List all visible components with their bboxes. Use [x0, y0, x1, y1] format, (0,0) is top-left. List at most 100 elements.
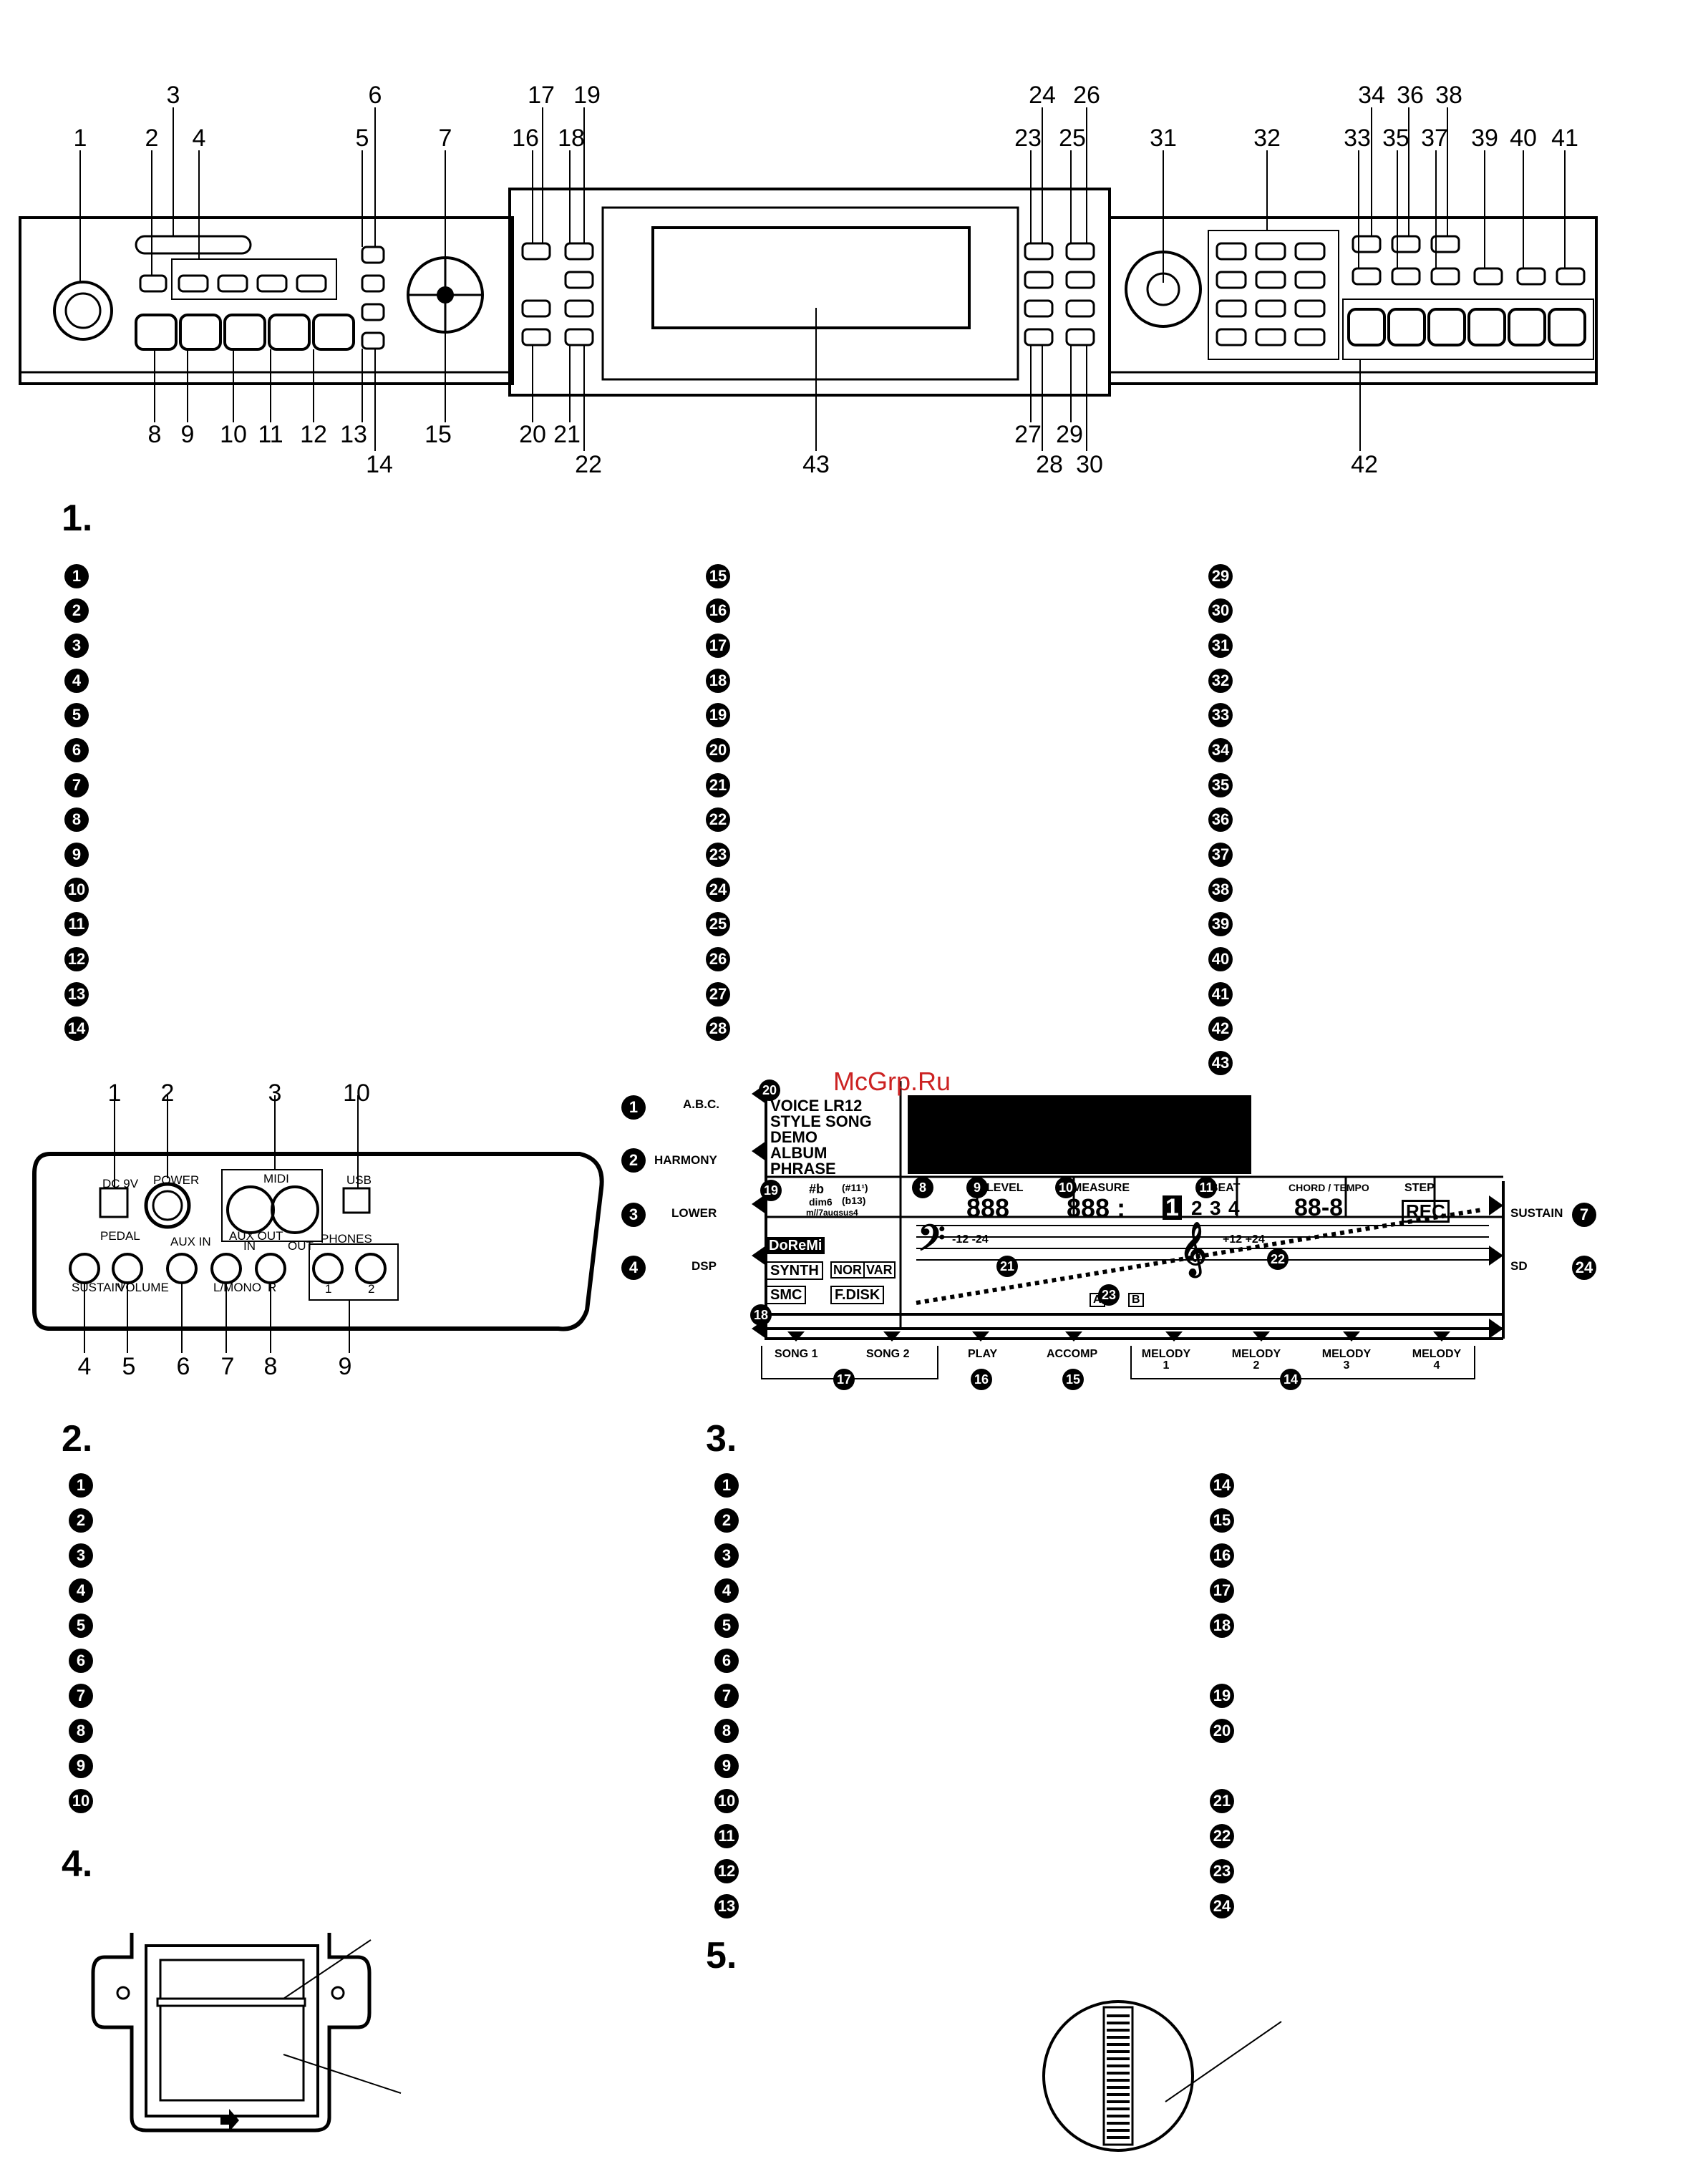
panel-callout-33: 33	[1344, 125, 1371, 152]
list3-marker: 21	[1210, 1789, 1234, 1813]
panel-callout-24: 24	[1029, 82, 1056, 109]
list1-marker: 25	[706, 912, 730, 936]
lcd-callout-22: 22	[1267, 1248, 1289, 1270]
panel-callout-16: 16	[512, 125, 539, 152]
lcd-bottom-play: PLAY	[968, 1348, 998, 1360]
list2-marker: 1	[69, 1473, 93, 1498]
rear-label-dc: DC 9V	[102, 1177, 139, 1190]
lcd-measure-label: MEASURE	[1072, 1182, 1130, 1194]
panel-callout-26: 26	[1073, 82, 1100, 109]
list1-marker: 13	[64, 982, 89, 1006]
rear-callout-10: 10	[343, 1080, 370, 1107]
front-panel-diagram	[19, 107, 1598, 451]
panel-callout-37: 37	[1421, 125, 1448, 152]
list1-marker: 42	[1208, 1017, 1233, 1041]
lcd-left-label-dsp: DSP	[692, 1259, 717, 1273]
list1-marker: 23	[706, 843, 730, 867]
lcd-callout-20: 20	[759, 1080, 780, 1101]
list1-marker: 21	[706, 773, 730, 797]
list3-marker: 1	[714, 1473, 739, 1498]
panel-callout-1: 1	[73, 125, 87, 152]
lcd-rec-label: REC	[1402, 1200, 1450, 1223]
lcd-callout-9: 9	[966, 1177, 988, 1198]
list1-marker: 26	[706, 947, 730, 971]
lcd-chord-dim: dim6	[809, 1196, 833, 1208]
lcd-callout-8: 8	[912, 1177, 933, 1198]
lcd-chord-sharp: #b	[809, 1182, 825, 1196]
list2-marker: 10	[69, 1789, 93, 1813]
lcd-left-label-harmony: HARMONY	[654, 1153, 717, 1167]
lcd-mode-style: STYLE SONG	[770, 1112, 872, 1130]
panel-callout-7: 7	[438, 125, 452, 152]
panel-callout-12: 12	[300, 421, 327, 448]
panel-callout-25: 25	[1059, 125, 1086, 152]
panel-callout-8: 8	[147, 421, 162, 448]
lcd-bottom-melody1: MELODY 1	[1141, 1348, 1191, 1372]
lcd-tag-doremi: DoReMi	[766, 1237, 825, 1254]
lcd-left-num-4: 4	[621, 1256, 646, 1280]
lcd-bottom-melody2: MELODY 2	[1231, 1348, 1281, 1372]
panel-callout-36: 36	[1397, 82, 1424, 109]
rear-label-power: POWER	[153, 1173, 200, 1187]
list3-marker: 6	[714, 1649, 739, 1673]
panel-callout-15: 15	[424, 421, 452, 448]
lcd-mode-voice: VOICE LR12	[770, 1097, 863, 1115]
lcd-tag-smc: SMC	[766, 1286, 807, 1304]
list1-marker: 20	[706, 738, 730, 762]
rear-label-aux-in: AUX IN	[170, 1235, 211, 1248]
panel-callout-3: 3	[166, 82, 180, 109]
lcd-treble-clef: 𝄞	[1180, 1223, 1207, 1274]
list1-marker: 27	[706, 982, 730, 1006]
panel-callout-20: 20	[519, 421, 546, 448]
rear-callout-3: 3	[268, 1080, 282, 1107]
panel-callout-31: 31	[1150, 125, 1177, 152]
list3-marker: 22	[1210, 1824, 1234, 1848]
list1-marker: 11	[64, 912, 89, 936]
list2-marker: 2	[69, 1508, 93, 1533]
panel-callout-22: 22	[575, 451, 602, 478]
lcd-mode-phrase: PHRASE	[770, 1160, 836, 1178]
list1-marker: 39	[1208, 912, 1233, 936]
lcd-chord-11: (#11¹)	[842, 1182, 868, 1193]
lcd-staff-minus: -12 -24	[952, 1233, 989, 1246]
lcd-callout-14: 14	[1280, 1369, 1301, 1390]
list1-marker: 10	[64, 878, 89, 902]
list1-marker: 1	[64, 564, 89, 588]
panel-callout-40: 40	[1510, 125, 1537, 152]
list3-marker: 19	[1210, 1684, 1234, 1708]
rear-label-usb: USB	[346, 1173, 372, 1187]
section-4-heading: 4.	[62, 1843, 93, 1885]
list2-marker: 5	[69, 1614, 93, 1638]
list1-marker: 6	[64, 738, 89, 762]
watermark: McGrp.Ru	[833, 1067, 951, 1096]
lcd-callout-17: 17	[833, 1369, 855, 1390]
panel-callout-11: 11	[258, 421, 283, 448]
lcd-right-num-24: 24	[1572, 1256, 1596, 1280]
lcd-tag-synth: SYNTH	[766, 1261, 823, 1280]
lcd-tag-fdisk: F.DISK	[830, 1286, 885, 1304]
rear-label-phones: PHONES	[321, 1232, 372, 1246]
panel-callout-34: 34	[1358, 82, 1385, 109]
list1-marker: 4	[64, 669, 89, 693]
lcd-callout-23: 23	[1098, 1284, 1120, 1306]
list1-marker: 3	[64, 634, 89, 658]
list2-marker: 6	[69, 1649, 93, 1673]
lcd-mode-demo: DEMO	[770, 1128, 817, 1146]
rear-label-in: IN	[243, 1239, 256, 1253]
panel-callout-10: 10	[220, 421, 247, 448]
list1-marker: 17	[706, 634, 730, 658]
rear-callout-1: 1	[107, 1080, 122, 1107]
panel-callout-27: 27	[1014, 421, 1042, 448]
list2-marker: 8	[69, 1719, 93, 1743]
panel-callout-4: 4	[192, 125, 206, 152]
panel-callout-18: 18	[558, 125, 585, 152]
list1-marker: 43	[1208, 1051, 1233, 1075]
section-1-heading: 1.	[62, 498, 93, 539]
list3-marker: 24	[1210, 1894, 1234, 1918]
lcd-callout-18: 18	[750, 1304, 772, 1326]
list3-marker: 10	[714, 1789, 739, 1813]
lcd-diagram	[752, 1081, 1505, 1379]
lcd-tempo-label: CHORD / TEMPO	[1289, 1182, 1369, 1193]
list1-marker: 35	[1208, 773, 1233, 797]
rear-label-r: R	[268, 1281, 277, 1294]
